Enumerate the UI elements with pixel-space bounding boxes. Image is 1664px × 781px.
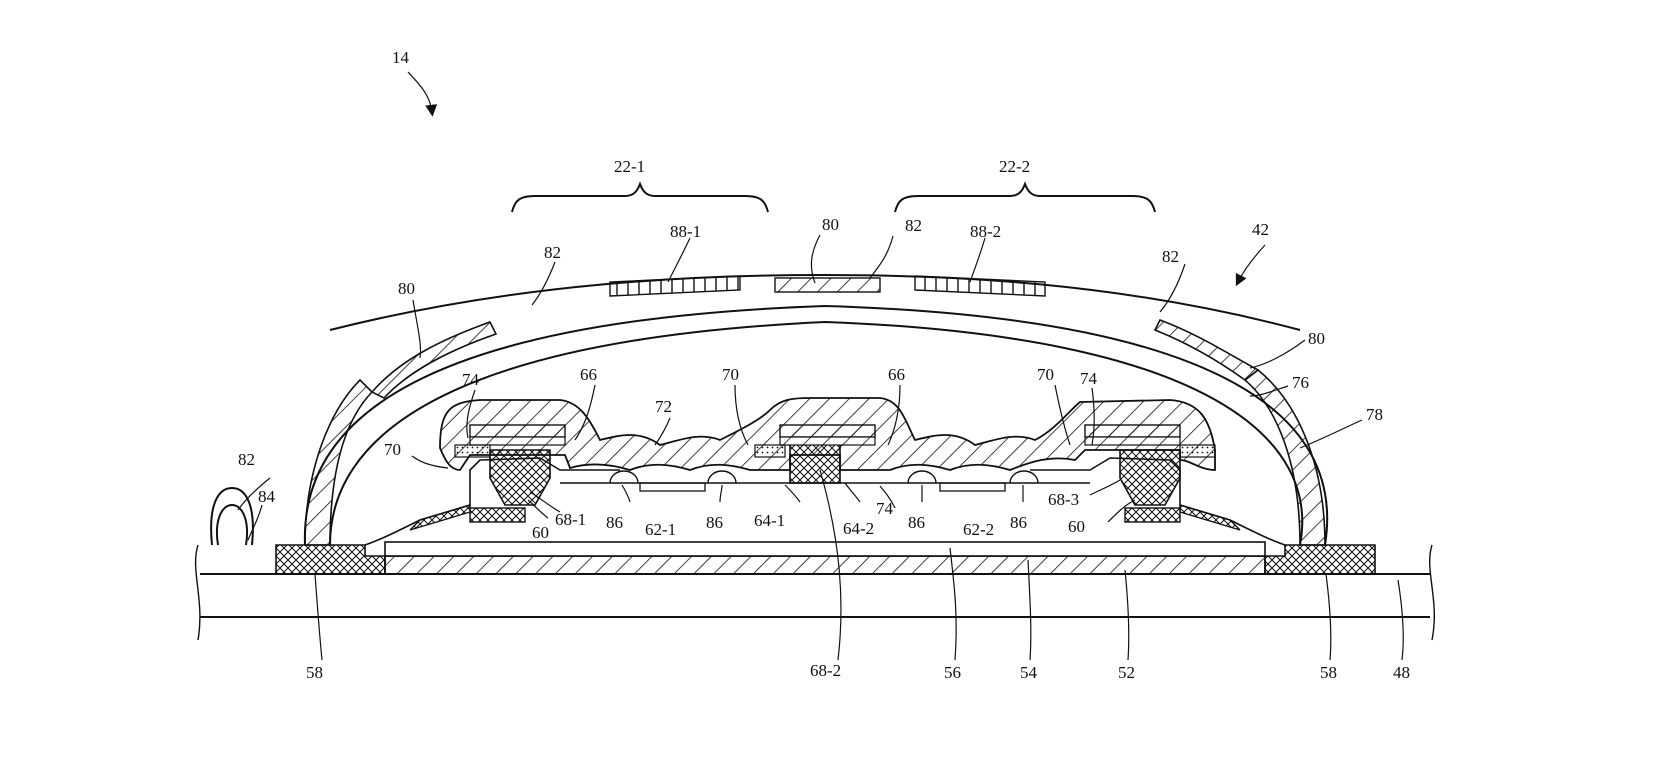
ref-68-3: 68-3 bbox=[1048, 490, 1079, 509]
ref-86-a: 86 bbox=[606, 513, 623, 532]
ref-74-left: 74 bbox=[462, 370, 480, 389]
ref-64-2: 64-2 bbox=[843, 519, 874, 538]
brace-label-22-2: 22-2 bbox=[999, 157, 1030, 176]
ref-66-right: 66 bbox=[888, 365, 905, 384]
ref-82-far-left: 82 bbox=[238, 450, 255, 469]
ref-80-right: 80 bbox=[1308, 329, 1325, 348]
ref-60-left: 60 bbox=[532, 523, 549, 542]
arrow-42 bbox=[1235, 244, 1266, 287]
ref-88-1: 88-1 bbox=[670, 222, 701, 241]
layer-72 bbox=[439, 397, 1216, 471]
dome-cover bbox=[303, 273, 1329, 546]
brace-22-1 bbox=[511, 181, 769, 213]
ref-56: 56 bbox=[944, 663, 961, 682]
ref-82-top-center: 82 bbox=[905, 216, 922, 235]
ref-62-1: 62-1 bbox=[645, 520, 676, 539]
ref-78: 78 bbox=[1366, 405, 1383, 424]
ref-80-top: 80 bbox=[822, 215, 839, 234]
arrow-14 bbox=[407, 71, 438, 117]
ref-66-left: 66 bbox=[580, 365, 597, 384]
ref-88-2: 88-2 bbox=[970, 222, 1001, 241]
ref-60-right: 60 bbox=[1068, 517, 1085, 536]
ref-68-2: 68-2 bbox=[810, 661, 841, 680]
ref-14: 14 bbox=[392, 48, 410, 67]
brace-22-2 bbox=[894, 181, 1156, 213]
ref-54: 54 bbox=[1020, 663, 1038, 682]
ref-70-left: 70 bbox=[384, 440, 401, 459]
brace-label-22-1: 22-1 bbox=[614, 157, 645, 176]
ref-76: 76 bbox=[1292, 373, 1309, 392]
bump-84 bbox=[210, 486, 254, 546]
bumps-86 bbox=[560, 470, 1090, 492]
ref-70-center: 70 bbox=[722, 365, 739, 384]
ref-62-2: 62-2 bbox=[963, 520, 994, 539]
ref-52: 52 bbox=[1118, 663, 1135, 682]
ref-86-b: 86 bbox=[706, 513, 723, 532]
ref-74-center: 74 bbox=[876, 499, 894, 518]
ref-72: 72 bbox=[655, 397, 672, 416]
ref-74-right: 74 bbox=[1080, 369, 1098, 388]
reference-labels: 14 42 22-1 22-2 80 82 88-1 88-2 82 82 80… bbox=[238, 48, 1410, 682]
ref-86-d: 86 bbox=[1010, 513, 1027, 532]
ref-42: 42 bbox=[1252, 220, 1269, 239]
ref-68-1: 68-1 bbox=[555, 510, 586, 529]
ref-82-left: 82 bbox=[544, 243, 561, 262]
ref-70-right: 70 bbox=[1037, 365, 1054, 384]
ref-58-left: 58 bbox=[306, 663, 323, 682]
ref-82-right: 82 bbox=[1162, 247, 1179, 266]
layer-52-54 bbox=[384, 541, 1266, 575]
encapsulant-58 bbox=[275, 544, 1376, 575]
leader-lines bbox=[237, 234, 1404, 661]
ref-58-right: 58 bbox=[1320, 663, 1337, 682]
ref-80-left: 80 bbox=[398, 279, 415, 298]
ref-86-c: 86 bbox=[908, 513, 925, 532]
ref-48: 48 bbox=[1393, 663, 1410, 682]
ref-84: 84 bbox=[258, 487, 276, 506]
ref-64-1: 64-1 bbox=[754, 511, 785, 530]
